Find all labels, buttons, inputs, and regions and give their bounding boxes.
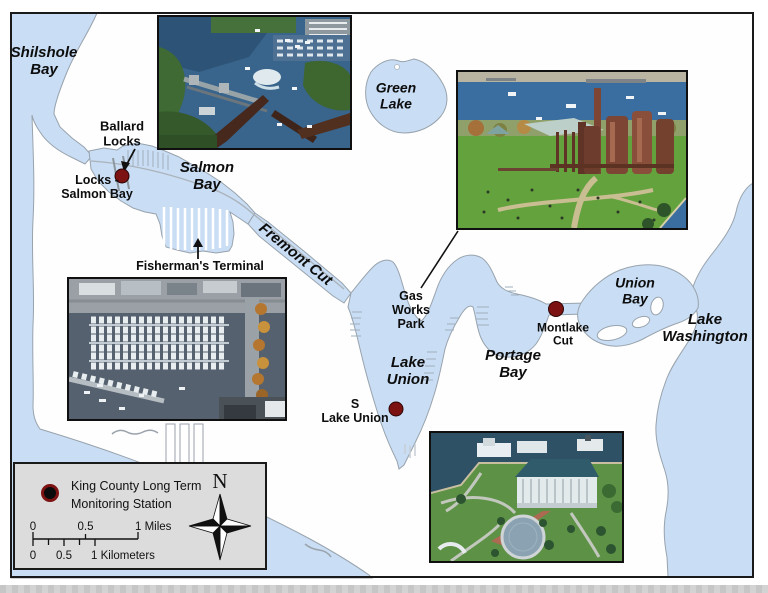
legend: King County Long Term Monitoring Station…: [13, 462, 267, 570]
svg-text:1 Kilometers: 1 Kilometers: [91, 550, 155, 562]
svg-text:0.5: 0.5: [56, 550, 72, 562]
fishermans-terminal-photo: [67, 277, 287, 421]
svg-text:0.5: 0.5: [78, 521, 94, 533]
map-frame-border: [10, 12, 754, 578]
svg-text:0: 0: [30, 521, 36, 533]
label-gas-works-park: Gas Works Park: [392, 289, 430, 331]
compass-rose: N: [188, 469, 252, 561]
gas-works-park-illustration: [458, 72, 686, 228]
label-montlake-cut: Montlake Cut: [536, 320, 590, 348]
station-dot-s-lake-union: [388, 401, 404, 417]
lake-washington-water: [655, 182, 754, 578]
green-lake-islet: [394, 64, 400, 70]
ballard-locks-illustration: [159, 17, 350, 148]
station-dot-montlake-cut: [548, 301, 564, 317]
union-bay-island: [650, 296, 664, 316]
svg-text:1 Miles: 1 Miles: [135, 521, 172, 533]
monitoring-station-icon: [41, 484, 59, 502]
page-edge-strip: [0, 585, 768, 593]
label-green-lake: Green Lake: [375, 79, 417, 111]
union-bay-water: [577, 264, 699, 347]
label-portage-bay: Portage Bay: [485, 347, 541, 381]
fishermans-terminal-illustration: [69, 279, 285, 419]
label-lake-union: Lake Union: [386, 354, 430, 388]
fremont-cut-water: [247, 212, 352, 304]
gas-works-park-photo: [456, 70, 688, 230]
label-s-lake-union: S Lake Union: [321, 397, 389, 425]
label-fishermans-terminal: Fisherman's Terminal: [136, 259, 264, 273]
gas-works-connector-line: [420, 230, 459, 289]
label-shilshole-bay: Shilshole Bay: [10, 44, 78, 78]
naval-reserve-building-photo: [429, 431, 624, 563]
ballard-locks-photo: [157, 15, 352, 150]
label-locks-salmon-bay: Locks - Salmon Bay: [61, 173, 133, 201]
legend-station-label: King County Long Term Monitoring Station: [71, 479, 202, 511]
label-ballard-locks: Ballard Locks: [99, 118, 145, 148]
naval-reserve-building-illustration: [431, 433, 622, 561]
label-lake-washington: Lake Washington: [662, 311, 748, 345]
lake-union-water: [347, 254, 588, 470]
fishermans-terminal-arrow: [193, 238, 203, 259]
station-dot-locks-salmon-bay: [114, 168, 130, 184]
union-bay-island: [631, 315, 651, 329]
svg-text:0: 0: [30, 550, 36, 562]
svg-text:N: N: [212, 469, 227, 493]
label-salmon-bay: Salmon Bay: [179, 159, 235, 193]
scale-bar: 0 0.5 1 Miles 0 0.5 1 Kilometers: [30, 521, 172, 562]
green-lake-water: [365, 58, 448, 134]
label-union-bay: Union Bay: [615, 274, 655, 306]
union-bay-island: [596, 324, 628, 342]
